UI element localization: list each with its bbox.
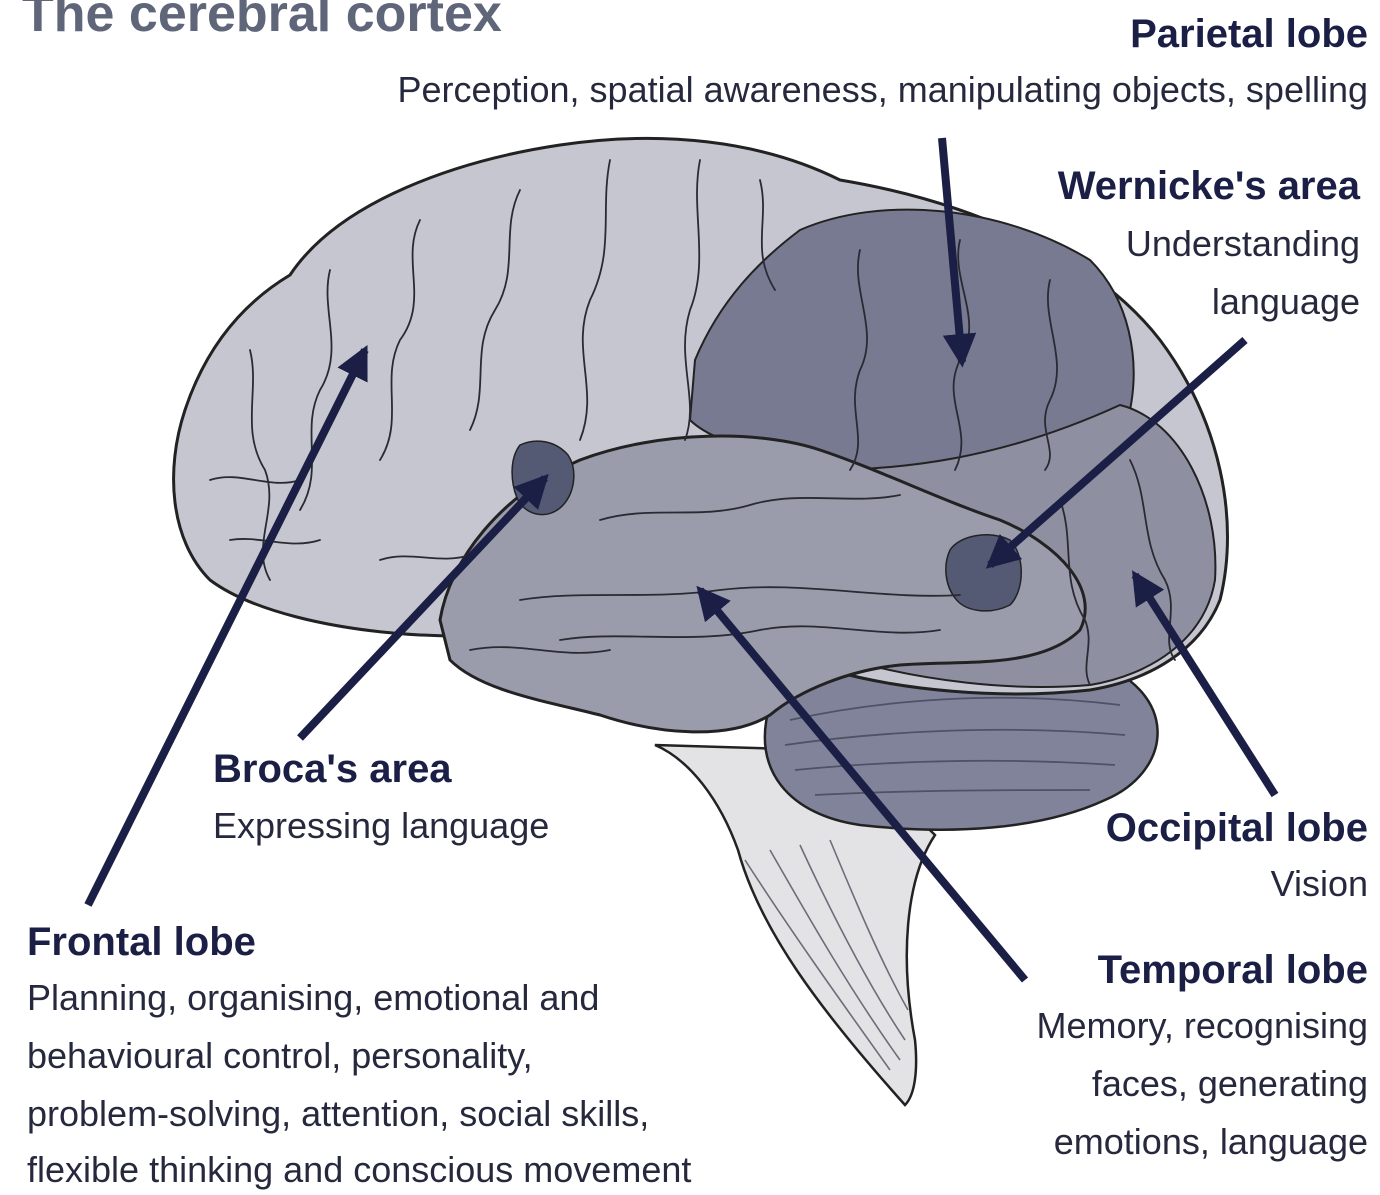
occipital-description: Vision xyxy=(1271,866,1368,902)
frontal-heading: Frontal lobe xyxy=(27,922,256,962)
occipital-heading: Occipital lobe xyxy=(1106,808,1368,848)
temporal-description-line: faces, generating xyxy=(1092,1066,1368,1102)
wernicke-description-line: language xyxy=(1212,284,1360,320)
temporal-description-line: Memory, recognising xyxy=(1037,1008,1368,1044)
parietal-heading: Parietal lobe xyxy=(1130,14,1368,54)
temporal-heading: Temporal lobe xyxy=(1098,950,1368,990)
frontal-description-line: behavioural control, personality, xyxy=(27,1038,533,1074)
page-title: The cerebral cortex xyxy=(22,0,502,40)
wernicke-description-line: Understanding xyxy=(1126,226,1360,262)
frontal-description-line: problem-solving, attention, social skill… xyxy=(27,1096,649,1132)
wernicke-heading: Wernicke's area xyxy=(1058,166,1360,206)
broca-heading: Broca's area xyxy=(213,749,452,789)
parietal-description: Perception, spatial awareness, manipulat… xyxy=(397,72,1368,108)
frontal-description-line: flexible thinking and conscious movement xyxy=(27,1152,691,1188)
broca-description: Expressing language xyxy=(213,808,549,844)
temporal-description-line: emotions, language xyxy=(1054,1124,1368,1160)
frontal-description-line: Planning, organising, emotional and xyxy=(27,980,599,1016)
